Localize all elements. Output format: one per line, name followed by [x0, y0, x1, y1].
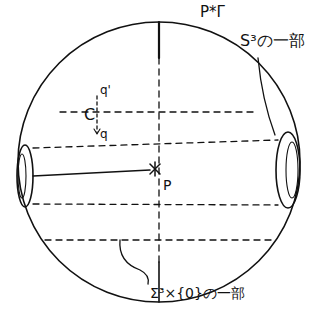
arrow-tick	[94, 129, 100, 134]
right-neck-inner	[286, 142, 298, 198]
leader-line	[120, 240, 148, 284]
star-mark	[150, 162, 160, 176]
point-label: P	[163, 178, 171, 193]
curve-label: C	[84, 106, 95, 124]
region-label: S³の一部	[240, 32, 305, 50]
center-line	[33, 170, 150, 176]
dashed-lines	[33, 58, 278, 262]
right-neck	[276, 132, 300, 208]
leader-line	[258, 58, 275, 135]
sphere-outline	[18, 22, 300, 302]
top-axis	[158, 22, 160, 58]
point-label: q'	[100, 84, 111, 97]
title-label: P*Γ	[200, 4, 225, 21]
left-neck	[17, 145, 33, 207]
left-neck-inner	[18, 154, 26, 198]
point-label: q	[100, 128, 108, 141]
region-label: Σ³×{0}の一部	[150, 286, 245, 301]
